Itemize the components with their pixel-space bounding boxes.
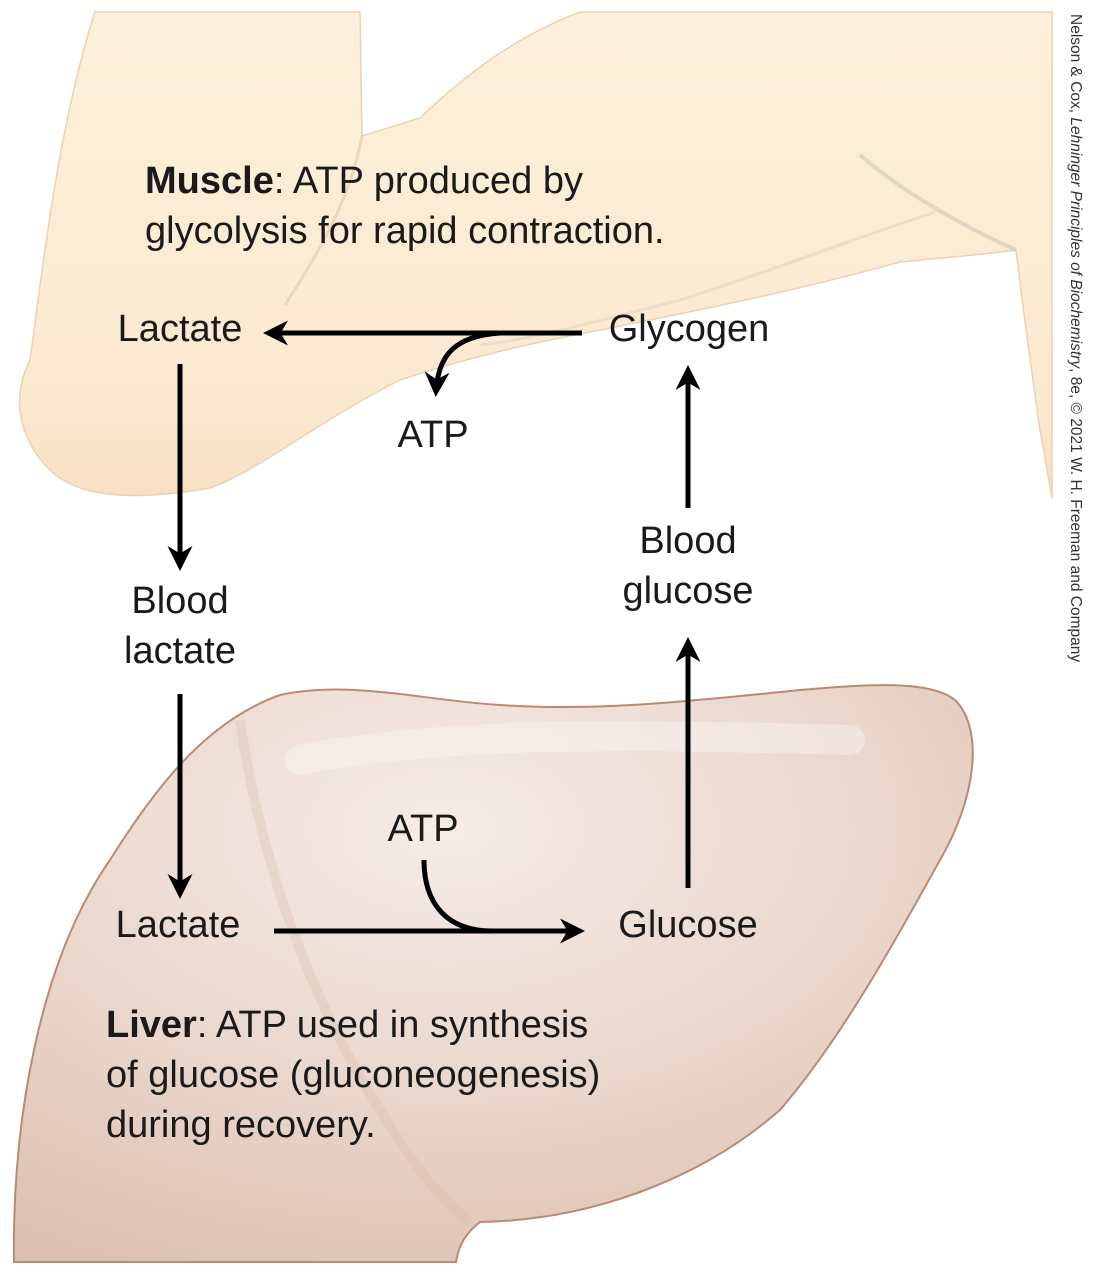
liver-glucose-label: Glucose <box>618 904 758 946</box>
liver-atp-label: ATP <box>387 808 459 850</box>
liver-caption-line2: of glucose (gluconeogenesis) <box>106 1054 601 1096</box>
muscle-caption-line1: Muscle: ATP produced by <box>145 156 665 206</box>
muscle-caption-line1-rest: : ATP produced by <box>273 160 583 202</box>
credit-authors: Nelson & Cox, <box>1067 14 1084 118</box>
muscle-caption: Muscle: ATP produced by glycolysis for r… <box>145 156 665 256</box>
arrow-atp-consumed <box>421 859 493 934</box>
muscle-caption-bold: Muscle <box>145 160 274 202</box>
muscle-contour-line <box>283 135 364 306</box>
liver-caption-line1: Liver: ATP used in synthesis <box>106 1000 600 1050</box>
credit-book-title: Lehninger Principles of Biochemistry <box>1067 117 1084 369</box>
glycogen-label: Glycogen <box>608 308 770 350</box>
blood-glucose-line2: glucose <box>622 570 754 612</box>
muscle-contour-line <box>858 153 1017 252</box>
blood-lactate-label: Blood lactate <box>96 576 264 676</box>
liver-caption-bold: Liver <box>106 1004 197 1046</box>
credit-rest: , 8e, © 2021 W. H. Freeman and Company <box>1067 368 1084 663</box>
muscle-atp-label: ATP <box>397 414 469 456</box>
arrow-atp-produced <box>424 330 501 397</box>
blood-lactate-line2: lactate <box>124 630 236 672</box>
muscle-lactate-label: Lactate <box>117 308 243 350</box>
liver-caption-line3: during recovery. <box>106 1104 376 1146</box>
blood-glucose-line1: Blood <box>639 520 737 562</box>
muscle-arm-shape <box>18 11 1053 499</box>
blood-glucose-label: Blood glucose <box>604 516 772 616</box>
copyright-credit: Nelson & Cox, Lehninger Principles of Bi… <box>1066 14 1084 662</box>
liver-caption-line1-rest: : ATP used in synthesis <box>196 1004 589 1046</box>
liver-shape <box>12 684 974 1263</box>
liver-lobe-fold <box>235 719 473 1227</box>
liver-highlight <box>285 721 865 775</box>
liver-lactate-label: Lactate <box>115 904 241 946</box>
muscle-caption-line2: glycolysis for rapid contraction. <box>145 210 665 252</box>
blood-lactate-line1: Blood <box>131 580 229 622</box>
liver-caption: Liver: ATP used in synthesis of glucose … <box>106 1000 600 1150</box>
